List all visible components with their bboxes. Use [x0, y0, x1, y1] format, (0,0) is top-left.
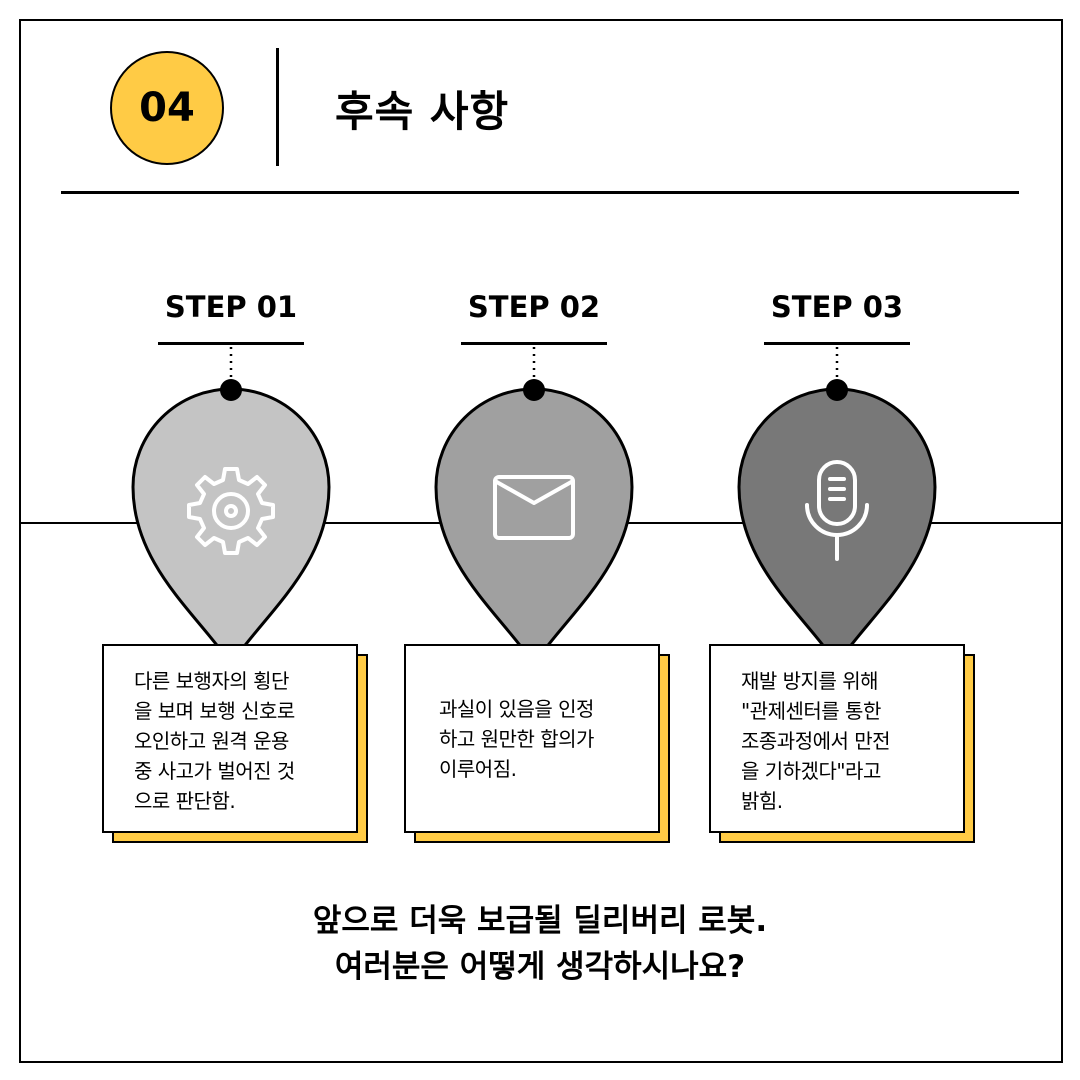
step-03-description: 재발 방지를 위해 "관제센터를 통한 조종과정에서 만전 을 기하겠다"라고 … — [709, 644, 975, 843]
gear-icon — [187, 467, 275, 555]
section-number-badge: 04 — [110, 51, 224, 165]
step-01-text: 다른 보행자의 횡단 을 보며 보행 신호로 오인하고 원격 운용 중 사고가 … — [134, 669, 295, 813]
envelope-icon — [493, 475, 575, 540]
closing-line-1: 앞으로 더욱 보급될 딜리버리 로봇. — [312, 903, 768, 939]
step-02-label: STEP 02 — [467, 290, 601, 324]
card — [404, 644, 660, 833]
page-title: 후속 사항 — [335, 87, 510, 136]
pin-step-02 — [434, 347, 634, 668]
step-01-label: STEP 01 — [164, 290, 298, 324]
card — [709, 644, 965, 833]
step-01-underline — [158, 342, 304, 345]
step-03-label: STEP 03 — [770, 290, 904, 324]
pin-step-03 — [737, 347, 937, 668]
microphone-icon — [805, 460, 869, 561]
step-02-underline — [461, 342, 607, 345]
step-03-text: 재발 방지를 위해 "관제센터를 통한 조종과정에서 만전 을 기하겠다"라고 … — [741, 669, 891, 813]
closing-message: 앞으로 더욱 보급될 딜리버리 로봇. 여러분은 어떻게 생각하시나요? — [0, 898, 1080, 990]
pin-dot — [826, 379, 848, 401]
pin-dot — [523, 379, 545, 401]
header-underline — [61, 191, 1019, 194]
step-02-description: 과실이 있음을 인정 하고 원만한 합의가 이루어짐. — [404, 644, 670, 843]
step-03-underline — [764, 342, 910, 345]
card-frame — [19, 19, 1063, 1063]
pin-step-01 — [131, 347, 331, 668]
header-divider — [276, 48, 279, 166]
card — [102, 644, 358, 833]
step-02-text: 과실이 있음을 인정 하고 원만한 합의가 이루어짐. — [439, 697, 594, 781]
step-01-description: 다른 보행자의 횡단 을 보며 보행 신호로 오인하고 원격 운용 중 사고가 … — [102, 644, 368, 843]
pin-dot — [220, 379, 242, 401]
closing-line-2: 여러분은 어떻게 생각하시나요? — [334, 949, 746, 985]
